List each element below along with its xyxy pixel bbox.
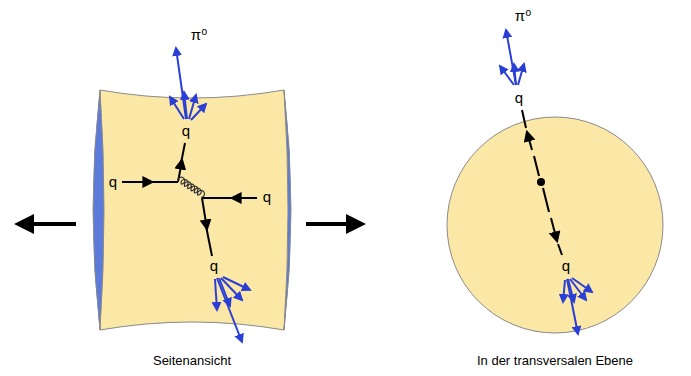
transverse-disk bbox=[447, 117, 663, 333]
jet bbox=[215, 277, 250, 342]
gluon-spring bbox=[178, 177, 205, 197]
caption-text: In der transversalen Ebene bbox=[477, 354, 633, 368]
nucleus-disk bbox=[284, 90, 291, 330]
quark-label: q bbox=[210, 258, 218, 275]
motion-arrow bbox=[306, 222, 362, 226]
caption-text: Seitenansicht bbox=[153, 354, 231, 368]
quark-label: q bbox=[182, 123, 190, 140]
quark-label: q bbox=[109, 174, 117, 191]
jet bbox=[563, 278, 592, 334]
jet bbox=[500, 30, 524, 85]
motion-arrow bbox=[18, 222, 76, 226]
nuclear-matter bbox=[94, 90, 290, 330]
quark-label: q bbox=[515, 90, 523, 107]
particle-label: π⁰ bbox=[515, 8, 531, 25]
quark-lines bbox=[122, 143, 257, 256]
particle-label: π⁰ bbox=[191, 27, 207, 44]
nucleus-disk bbox=[93, 90, 104, 330]
quark-label: q bbox=[263, 189, 271, 206]
collision-point bbox=[537, 178, 545, 186]
quark-lines bbox=[522, 110, 562, 255]
quark-label: q bbox=[562, 258, 570, 275]
jet bbox=[170, 48, 206, 120]
